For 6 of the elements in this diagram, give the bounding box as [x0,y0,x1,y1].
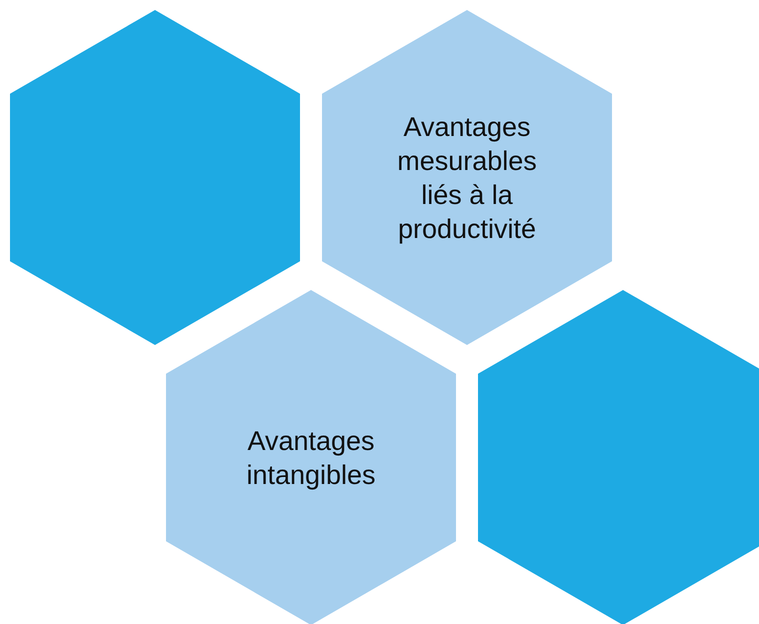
hexagon-label: Avantages intangibles [245,424,377,492]
hexagon-label: Avantages mesurables liés à la productivité [396,110,538,246]
hexagon [166,290,456,624]
hexagon [478,290,759,624]
hexagon [10,10,300,345]
hexagon [322,10,612,345]
